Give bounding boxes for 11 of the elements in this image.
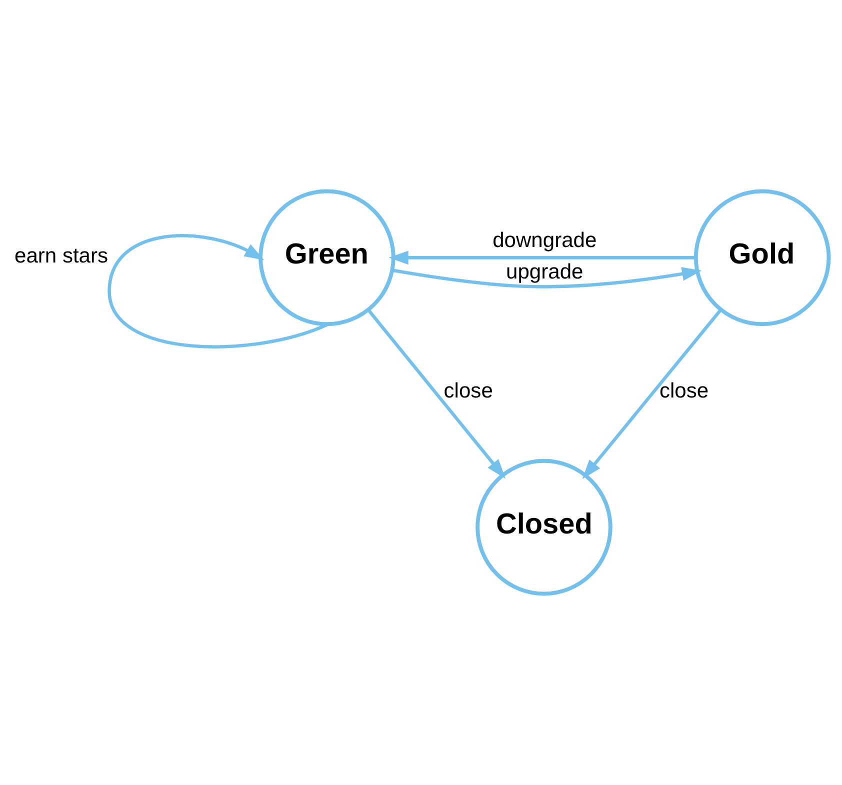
node-circle: Green: [258, 189, 396, 326]
edge-label: downgrade: [492, 228, 597, 252]
edge-label: close: [660, 380, 709, 402]
arrow: [388, 250, 696, 265]
edge-label: close: [444, 380, 493, 402]
arrow: [392, 267, 702, 288]
arrow: [367, 308, 506, 479]
arrow: [582, 308, 722, 480]
edge-label: earn stars: [14, 244, 108, 268]
edge-label: upgrade: [506, 260, 584, 284]
node-circle: Gold: [694, 189, 831, 326]
